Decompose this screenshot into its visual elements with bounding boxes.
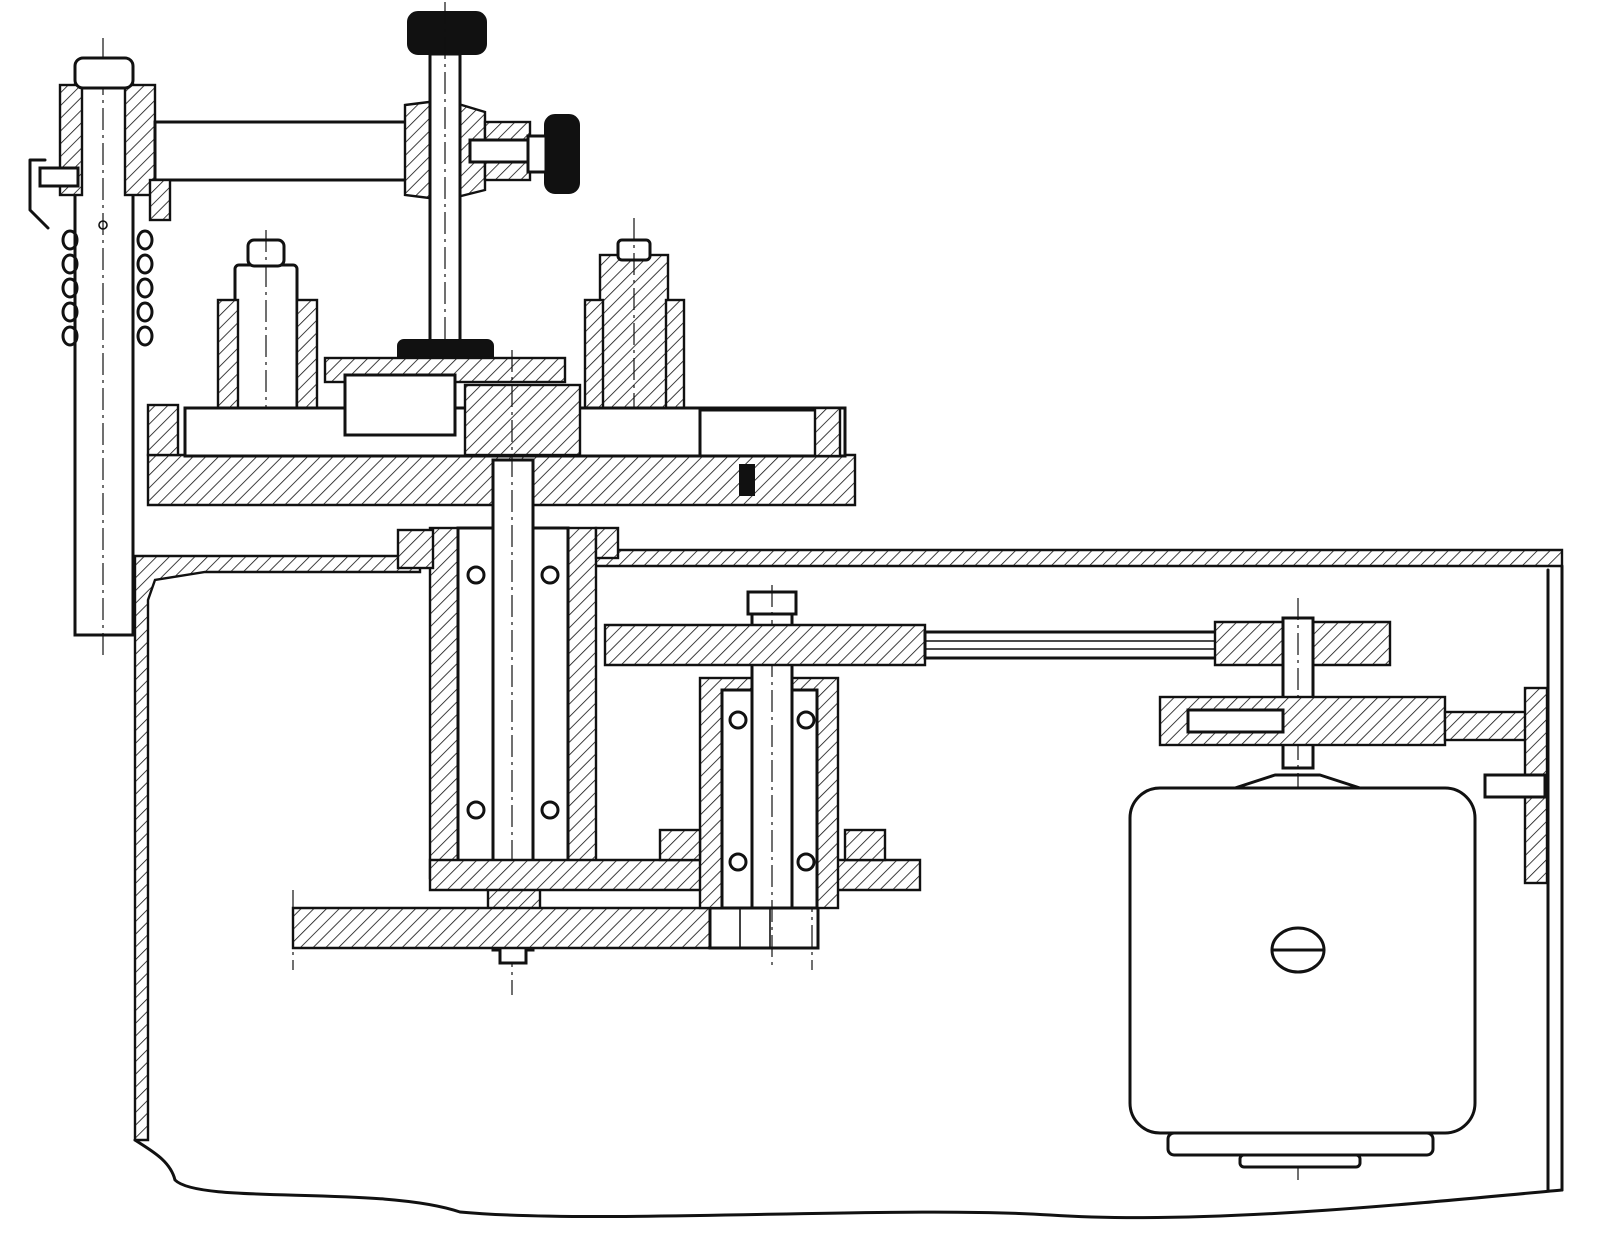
clamp-arm xyxy=(28,98,487,230)
drive-belt xyxy=(603,623,1232,667)
spring-coil-turn xyxy=(136,301,154,323)
side-knob xyxy=(468,114,580,194)
housing-top-plate xyxy=(428,858,922,892)
spring-coil-turn xyxy=(61,229,79,251)
spring-coil-turn xyxy=(61,253,79,275)
spring-coil-turn xyxy=(61,325,79,347)
spring-coil-turn xyxy=(61,277,79,299)
spring-coil-turn xyxy=(136,277,154,299)
spring-coil-turn xyxy=(136,253,154,275)
tool-holder-left xyxy=(216,230,319,442)
motor-mount-bracket xyxy=(1158,686,1549,885)
spring-coil xyxy=(61,229,154,347)
bearing-housing xyxy=(396,526,620,880)
spring-coil-turn xyxy=(136,229,154,251)
electric-motor xyxy=(1128,773,1477,1169)
spring-coil-turn xyxy=(61,301,79,323)
intermediate-shaft xyxy=(658,585,887,965)
spring-coil-turn xyxy=(136,325,154,347)
